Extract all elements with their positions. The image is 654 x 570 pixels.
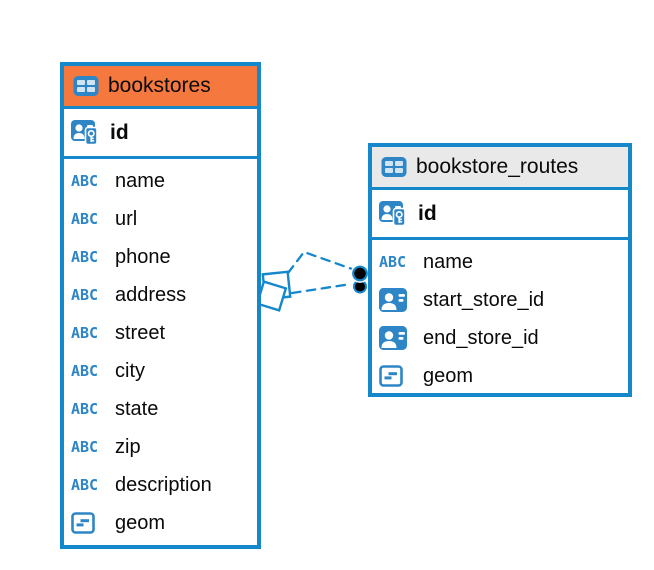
column-name: street [115,321,166,344]
table-header[interactable]: bookstore_routes [372,147,628,190]
column-list: ABC name start_store_id end_store_id ge [372,240,628,395]
relationship-line-start-store [286,250,354,275]
text-abc-icon: ABC [71,247,99,266]
primary-key-row[interactable]: id [372,190,628,240]
column-row[interactable]: ABC street [64,314,257,352]
table-title: bookstores [108,74,211,97]
relationship-line-end-store [290,282,353,295]
column-name: zip [115,435,141,458]
table-icon [381,156,407,178]
column-name: phone [115,245,171,268]
primary-key-row[interactable]: id [64,109,257,159]
column-name: name [115,169,166,192]
column-row[interactable]: end_store_id [372,319,628,357]
column-row[interactable]: ABC zip [64,428,257,466]
column-row[interactable]: ABC url [64,200,257,238]
column-name: id [418,201,437,225]
column-row[interactable]: geom [372,357,628,395]
column-name: city [115,359,145,382]
relationship-lines[interactable] [286,250,354,295]
text-abc-icon: ABC [71,171,99,190]
text-abc-icon: ABC [71,209,99,228]
column-row[interactable]: start_store_id [372,281,628,319]
column-row[interactable]: ABC name [372,243,628,281]
column-name: geom [423,364,474,387]
text-abc-icon: ABC [71,361,99,380]
text-abc-icon: ABC [71,437,99,456]
column-row[interactable]: ABC state [64,390,257,428]
column-name: geom [115,511,166,534]
text-abc-icon: ABC [71,475,99,494]
column-row[interactable]: ABC name [64,162,257,200]
geometry-icon [379,365,416,387]
table-bookstores[interactable]: bookstores id ABC name ABC url ABC phone… [60,62,261,549]
table-header[interactable]: bookstores [64,66,257,109]
text-abc-icon: ABC [379,252,407,271]
person-key-icon [71,119,102,147]
person-badge-icon [379,288,416,312]
column-name: description [115,473,212,496]
table-icon [73,75,99,97]
column-name: start_store_id [423,288,545,311]
column-name: url [115,207,138,230]
column-list: ABC name ABC url ABC phone ABC address A… [64,159,257,542]
person-badge-icon [379,326,416,350]
column-name: state [115,397,159,420]
geometry-icon [71,512,108,534]
text-abc-icon: ABC [71,399,99,418]
column-row[interactable]: geom [64,504,257,542]
relationship-source-glyph[interactable] [255,270,292,312]
column-name: end_store_id [423,326,539,349]
column-name: name [423,250,474,273]
relationship-target-glyph[interactable] [350,264,370,294]
column-name: address [115,283,187,306]
column-row[interactable]: ABC description [64,466,257,504]
table-title: bookstore_routes [416,155,579,178]
table-bookstore-routes[interactable]: bookstore_routes id ABC name start_store… [368,143,632,397]
person-key-icon [379,200,410,228]
column-row[interactable]: ABC city [64,352,257,390]
column-row[interactable]: ABC phone [64,238,257,276]
text-abc-icon: ABC [71,285,99,304]
column-row[interactable]: ABC address [64,276,257,314]
text-abc-icon: ABC [71,323,99,342]
column-name: id [110,120,129,144]
